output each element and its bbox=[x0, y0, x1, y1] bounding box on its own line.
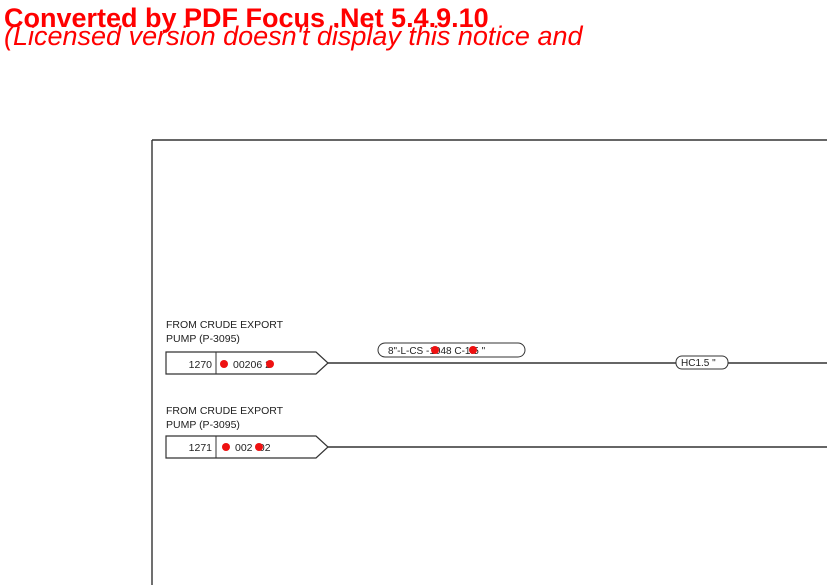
watermark-line-1: Converted by PDF Focus .Net 5.4.9.10 bbox=[4, 4, 489, 33]
stream-2: FROM CRUDE EXPORT PUMP (P-3095) 1271 002… bbox=[165, 405, 827, 459]
stream-1-tag-number: 1270 bbox=[189, 359, 213, 371]
redaction-mark bbox=[431, 346, 439, 354]
stream-1-offpage-connector bbox=[165, 351, 329, 375]
stream-2-offpage-connector bbox=[165, 435, 329, 459]
redaction-mark bbox=[266, 360, 274, 368]
stream-2-source-line-1: FROM CRUDE EXPORT bbox=[166, 405, 284, 417]
stream-2-tag-number: 1271 bbox=[189, 442, 213, 454]
redaction-mark bbox=[220, 360, 228, 368]
stream-1-tag-code: 00206 2 bbox=[233, 359, 271, 371]
redaction-mark bbox=[255, 443, 263, 451]
stream-1-source-line-1: FROM CRUDE EXPORT bbox=[166, 319, 284, 331]
redaction-mark bbox=[222, 443, 230, 451]
stream-1: FROM CRUDE EXPORT PUMP (P-3095) 1270 002… bbox=[165, 319, 827, 375]
stream-2-source-line-2: PUMP (P-3095) bbox=[166, 419, 240, 431]
pdf-converter-watermark: Converted by PDF Focus .Net 5.4.9.10 (Li… bbox=[4, 4, 827, 60]
stream-1-line-spec-tag bbox=[377, 342, 526, 358]
stream-1-hc-tag bbox=[675, 355, 729, 370]
watermark-line-2: (Licensed version doesn't display this n… bbox=[4, 21, 583, 51]
redaction-mark bbox=[469, 346, 477, 354]
stream-2-tag-code: 002 -02 bbox=[235, 442, 271, 454]
stream-1-source-line-2: PUMP (P-3095) bbox=[166, 333, 240, 345]
stream-1-hc-text: HC1.5 " bbox=[681, 358, 716, 369]
